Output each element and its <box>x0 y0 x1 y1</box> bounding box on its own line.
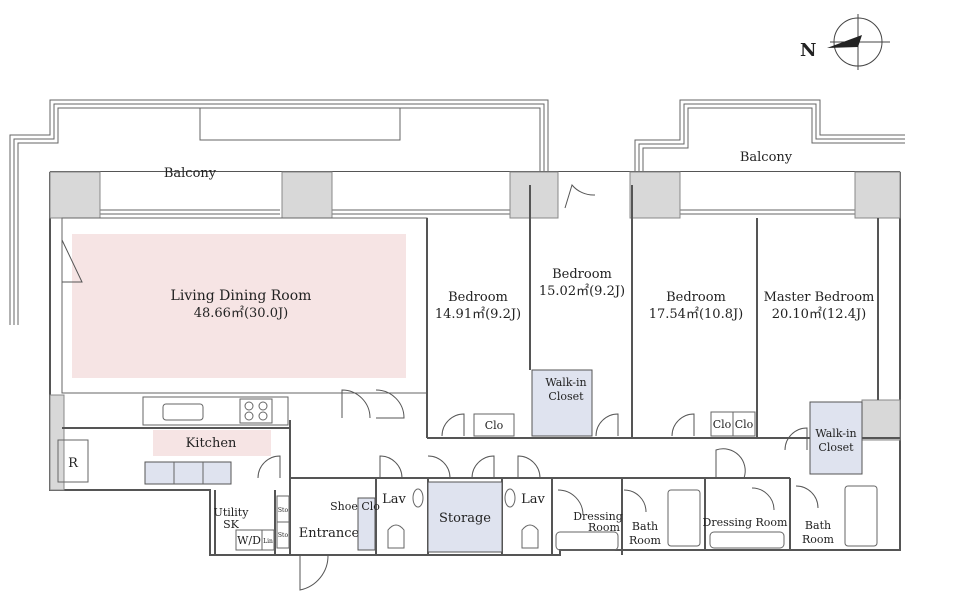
bedroom-2-label: Bedroom <box>552 267 612 282</box>
bath-room-2-label-line1: Bath <box>805 519 831 532</box>
walk-in-closet-2 <box>809 401 863 475</box>
utility-label-line1: Utility <box>214 506 250 519</box>
toilet-1-icon <box>387 524 405 549</box>
bedroom-1-area-label: 14.91㎡(9.2J) <box>435 307 521 322</box>
storage-label: Storage <box>439 511 491 526</box>
linen-closet-label: Lin <box>263 538 273 545</box>
outer-walls <box>49 171 901 556</box>
bathtub-1-icon <box>667 489 701 547</box>
storage-closet-2 <box>276 521 290 549</box>
master-bedroom-area-label: 20.10㎡(12.4J) <box>772 307 867 322</box>
bathtub-2-icon <box>844 485 878 547</box>
bath-room-1-label-line1: Bath <box>632 520 658 533</box>
structural-pillars <box>49 171 901 491</box>
linen-closet <box>261 529 275 551</box>
kitchen-cabinets <box>144 461 232 485</box>
bedroom-3-closet-b <box>732 411 756 437</box>
bedroom-1-closet <box>473 413 515 437</box>
dressing-room-1-label-line1: Dressing <box>573 510 623 523</box>
washer-dryer-label: W/D <box>237 534 261 547</box>
bedroom-1-closet-label: Clo <box>485 419 504 432</box>
kitchen-area <box>153 430 271 456</box>
walk-in-closet-2-label-line2: Closet <box>818 441 854 454</box>
kitchen-counter <box>142 396 289 426</box>
lavatory-2-label: Lav <box>521 492 545 507</box>
toilet-2-icon <box>521 524 539 549</box>
bedroom-1-label: Bedroom <box>448 290 508 305</box>
storage-closet-1-label: Sto <box>278 507 289 514</box>
storage-room <box>427 481 503 553</box>
storage-closet-2-label: Sto <box>278 532 289 539</box>
lavatory-1-label: Lav <box>382 492 406 507</box>
utility-label-line2: SK <box>223 518 240 531</box>
vanity-2 <box>709 531 785 549</box>
bedroom-3-label: Bedroom <box>666 290 726 305</box>
bedroom-3-area-label: 17.54㎡(10.8J) <box>649 307 744 322</box>
walk-in-closet-1-label-line1: Walk-in <box>545 376 586 389</box>
shoe-closet <box>357 497 376 551</box>
living-dining-room-label: Living Dining Room <box>171 288 312 304</box>
walk-in-closet-1-label-line2: Closet <box>548 390 584 403</box>
kitchen-sink-icon <box>162 403 204 421</box>
vanity-1 <box>555 531 619 551</box>
compass-rose: N <box>800 14 890 70</box>
bedroom-2-area-label: 15.02㎡(9.2J) <box>539 284 625 299</box>
dressing-room-2-label: Dressing Room <box>703 516 789 529</box>
bath-room-2-label-line2: Room <box>802 533 835 546</box>
refrigerator <box>57 439 89 483</box>
balcony-right-railing <box>634 99 905 172</box>
balcony-left-railing <box>9 99 549 325</box>
walk-in-closet-2-label-line1: Walk-in <box>815 427 856 440</box>
refrigerator-label: R <box>68 456 79 471</box>
balcony-right-label: Balcony <box>740 150 793 165</box>
walk-in-closet-1 <box>531 369 593 437</box>
kitchen-label: Kitchen <box>186 436 237 451</box>
bath-room-1-label-line2: Room <box>629 534 662 547</box>
bedroom-3-closet-b-label: Clo <box>735 418 754 431</box>
lavatory-1-sink-icon <box>412 488 424 508</box>
entrance-label: Entrance <box>299 526 360 541</box>
bedroom-3-closet-a-label: Clo <box>713 418 732 431</box>
living-dining-room-area-label: 48.66㎡(30.0J) <box>194 306 289 321</box>
dressing-room-1-label-line2: Room <box>588 521 621 534</box>
balcony-left-label: Balcony <box>164 166 217 181</box>
living-dining-room-area <box>72 234 406 378</box>
stove-icon <box>239 398 273 424</box>
door-swings <box>61 183 819 591</box>
master-bedroom-label: Master Bedroom <box>764 290 875 305</box>
shoe-closet-label: Shoe Clo <box>330 500 380 513</box>
lavatory-2-sink-icon <box>504 488 516 508</box>
compass-north-label: N <box>800 40 816 61</box>
